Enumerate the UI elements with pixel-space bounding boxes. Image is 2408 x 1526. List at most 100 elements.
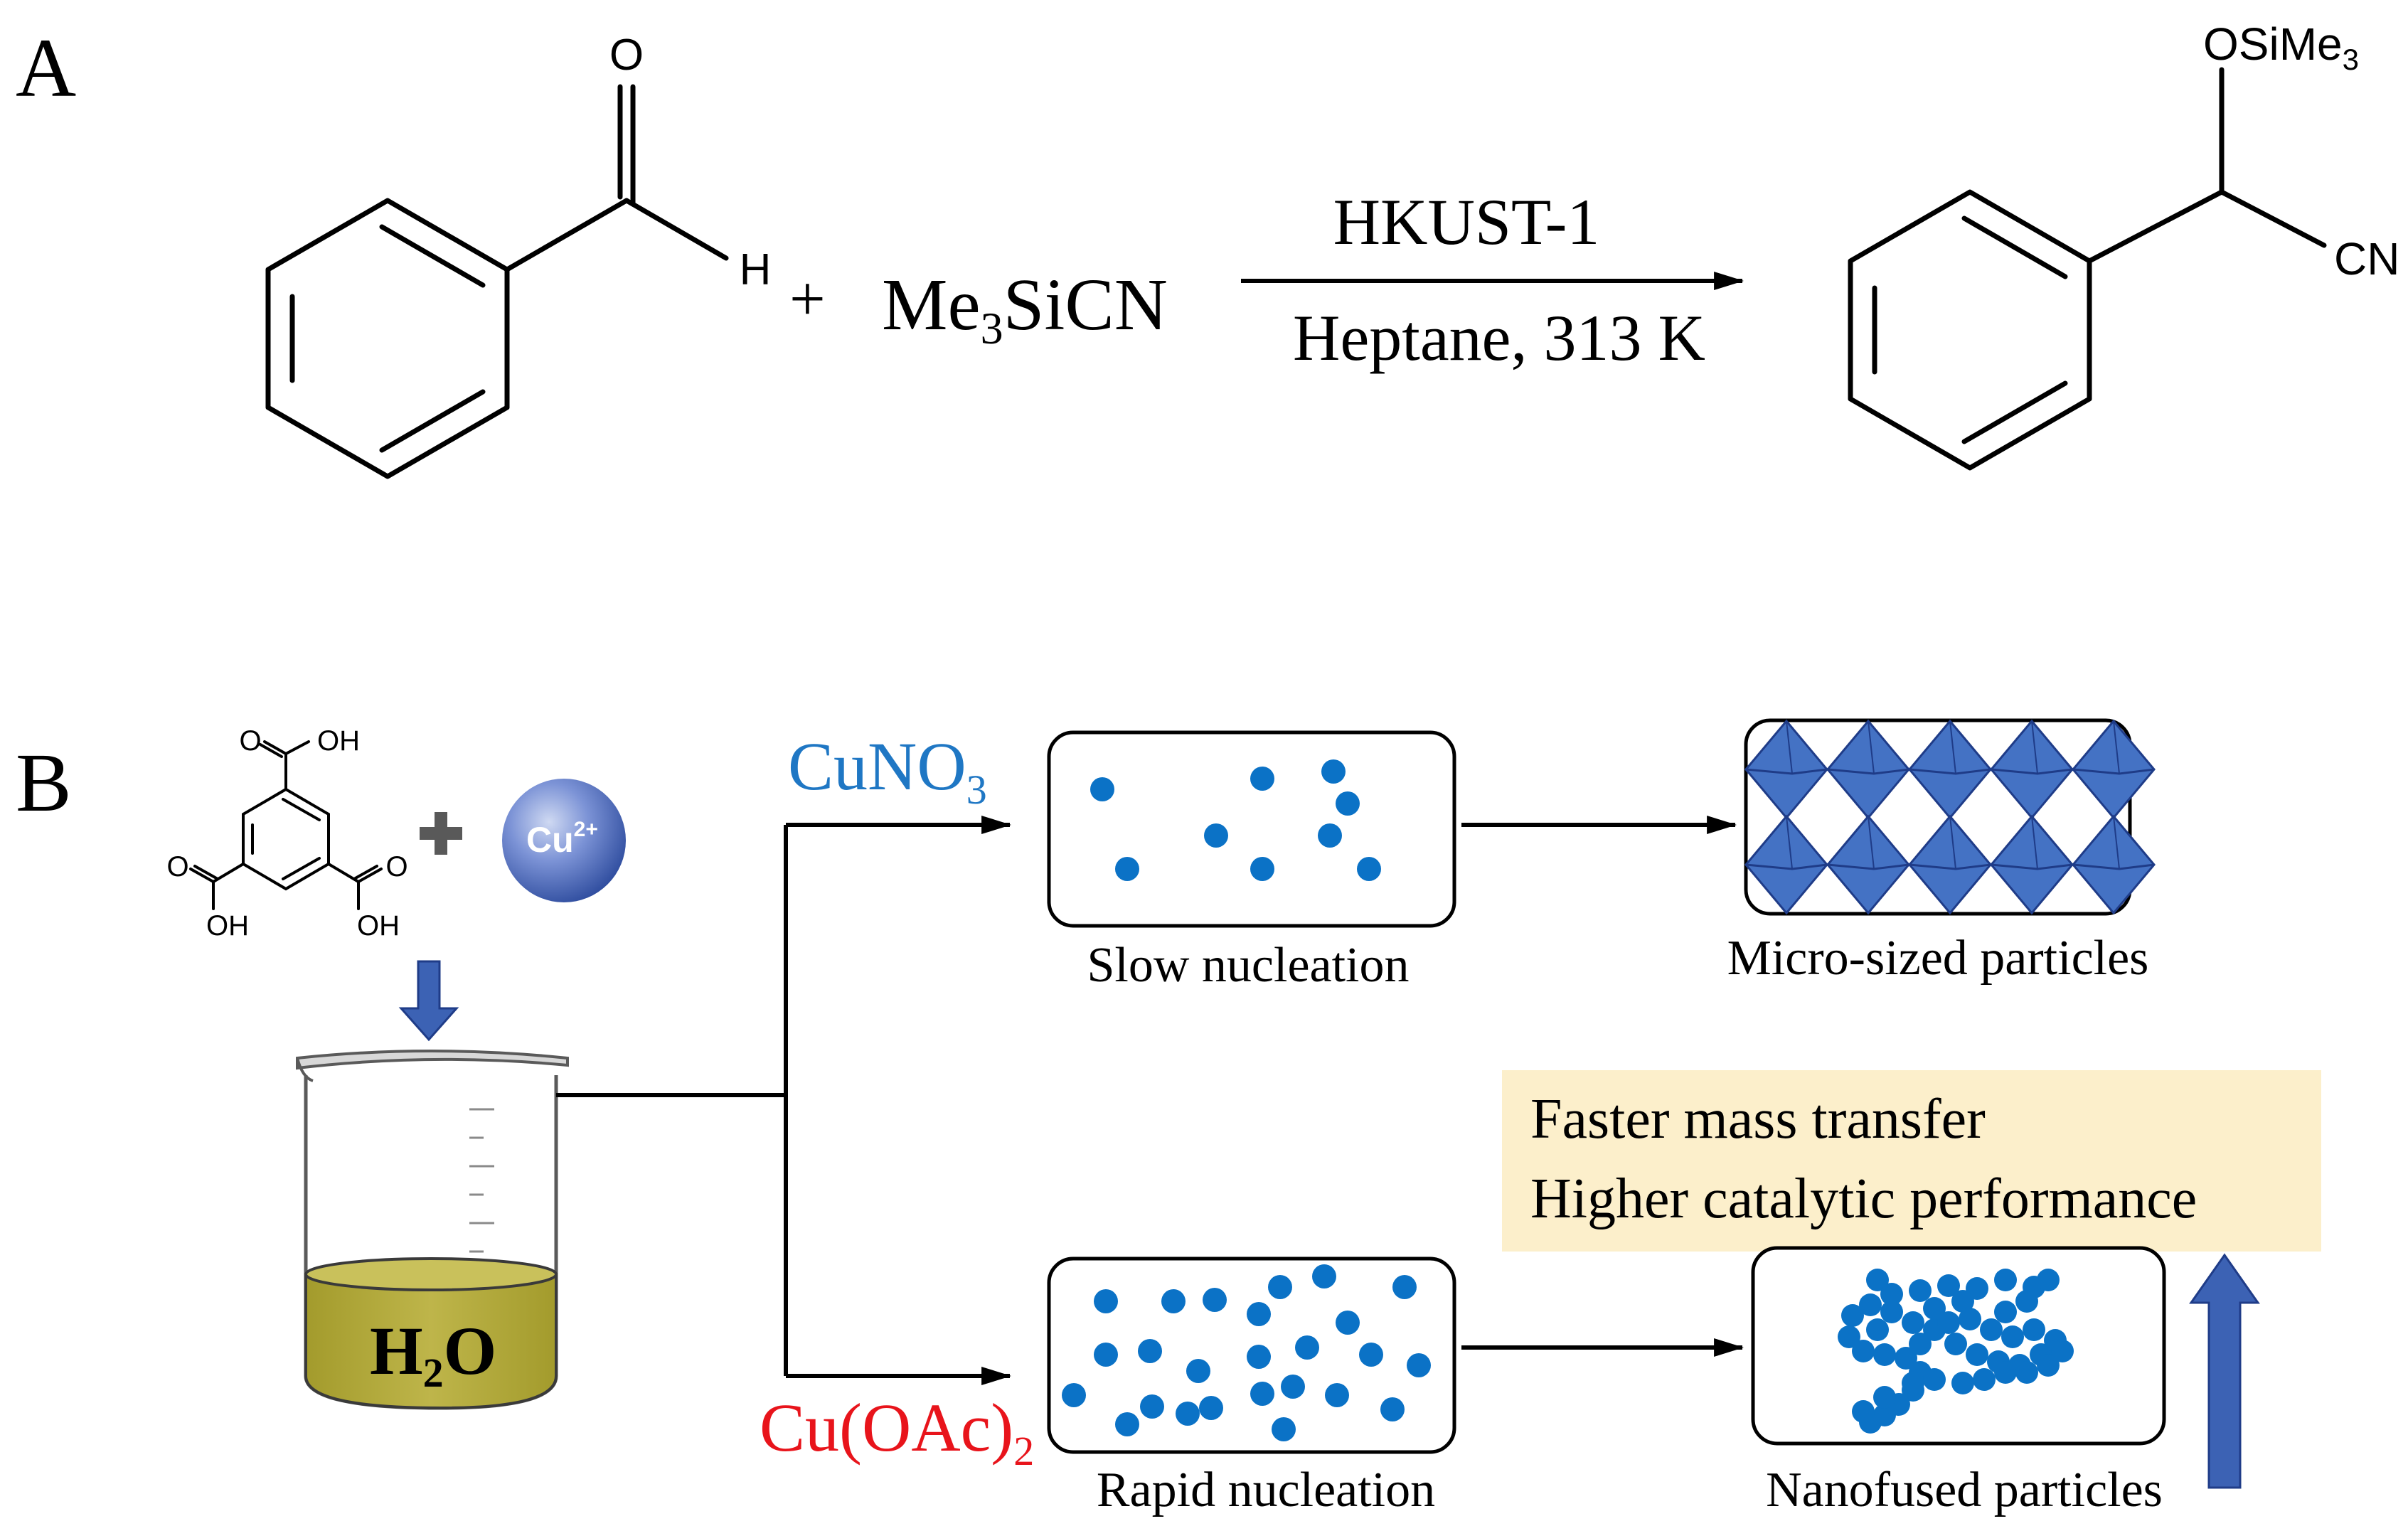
nucleus-dot: [1336, 791, 1360, 816]
nucleus-dot: [1094, 1289, 1118, 1313]
nanoparticle-dot: [2023, 1318, 2045, 1341]
nucleus-dot: [1281, 1375, 1305, 1399]
nucleus-dot: [1140, 1394, 1164, 1419]
nucleus-dot: [1336, 1311, 1360, 1335]
nucleus-dot: [1357, 857, 1381, 881]
nucleus-dot: [1115, 1412, 1139, 1436]
panel-a-label: A: [16, 21, 76, 114]
octahedron-unit: [2072, 814, 2156, 915]
nanofused-particle-cluster: [1838, 1269, 2074, 1434]
branch-connector: [556, 816, 1012, 1385]
slow-nucleation-label: Slow nucleation: [1087, 938, 1410, 993]
water-label: H2O: [370, 1313, 496, 1396]
octahedron-unit: [1744, 814, 1828, 915]
catalyst-label: HKUST-1: [1333, 186, 1600, 258]
nucleus-dot: [1203, 1288, 1227, 1312]
nucleus-dot: [1392, 1275, 1417, 1299]
nucleus-dot: [1138, 1339, 1162, 1363]
cyanohydrin-product-structure: [1848, 67, 2327, 471]
octahedron-edge: [1786, 816, 1793, 870]
nanoparticle-dot: [1880, 1301, 1903, 1323]
nucleus-dot: [1094, 1343, 1118, 1367]
nanoparticle-dot: [1951, 1290, 1974, 1313]
octahedron-edge: [1786, 720, 1793, 774]
nanoparticle-dot: [1873, 1343, 1896, 1366]
nanoparticle-dot: [1923, 1297, 1946, 1320]
linker-oh-right: OH: [357, 910, 400, 941]
nanoparticle-dot: [1951, 1372, 1974, 1394]
linker-oh-left: OH: [206, 910, 249, 941]
nucleus-dot: [1250, 767, 1274, 791]
octahedron-edge: [2113, 720, 2120, 774]
nucleus-dot: [1247, 1345, 1271, 1369]
rapid-nucleation-label: Rapid nucleation: [1097, 1463, 1435, 1517]
nanoparticle-dot: [1923, 1368, 1946, 1391]
aldehyde-oxygen-label: O: [609, 31, 644, 80]
nanoparticle-dot: [2037, 1354, 2060, 1377]
nanoparticle-dot: [1980, 1318, 2003, 1341]
nucleus-dot: [1247, 1302, 1271, 1326]
octahedron-edge: [2031, 816, 2038, 870]
conditions-label: Heptane, 313 K: [1293, 302, 1705, 374]
plus-sign-b: [420, 812, 462, 855]
micro-particles-label: Micro-sized particles: [1727, 931, 2149, 986]
otms-group-label: OSiMe3: [2203, 18, 2359, 76]
octahedron-edge: [2031, 720, 2038, 774]
panel-b-label: B: [16, 736, 72, 829]
nucleus-dot: [1090, 777, 1114, 801]
nucleus-dot: [1359, 1343, 1383, 1367]
nanoparticle-dot: [2015, 1361, 2038, 1384]
slow-nucleation-nuclei: [1090, 759, 1381, 881]
nanoparticle-dot: [1994, 1301, 2017, 1323]
nucleus-dot: [1161, 1289, 1186, 1313]
nucleus-dot: [1272, 1417, 1296, 1441]
down-arrow-into-beaker: [398, 960, 459, 1042]
nanoparticle-dot: [1966, 1343, 1988, 1366]
nucleus-dot: [1250, 857, 1274, 881]
nucleus-dot: [1295, 1335, 1319, 1360]
benzaldehyde-structure: [265, 84, 729, 479]
nanoparticle-dot: [1841, 1304, 1864, 1327]
nanoparticle-dot: [1873, 1386, 1896, 1409]
nucleus-dot: [1250, 1382, 1274, 1406]
nucleus-dot: [1176, 1402, 1200, 1426]
nanoparticle-dot: [2015, 1290, 2038, 1313]
nanoparticle-dot: [1902, 1311, 1924, 1334]
linker-o-left: O: [166, 851, 188, 882]
cu-ion-label: Cu2+: [526, 818, 598, 860]
linker-o-top: O: [239, 725, 261, 757]
benefits-highlight-box: [1502, 1070, 2321, 1252]
nanoparticle-dot: [1866, 1269, 1889, 1291]
nucleus-dot: [1062, 1383, 1086, 1407]
route-bottom-reagent: Cu(OAc)2: [760, 1389, 1034, 1474]
trimesic-acid-structure: [189, 740, 383, 910]
nanoparticle-dot: [1994, 1269, 2017, 1291]
nanoparticle-dot: [1937, 1311, 1960, 1334]
nanoparticle-dot: [1994, 1361, 2017, 1384]
nanoparticle-dot: [2001, 1325, 2024, 1348]
nanoparticle-dot: [1859, 1293, 1882, 1316]
nucleus-dot: [1325, 1383, 1349, 1407]
tmscn-reagent: Me3SiCN: [882, 264, 1168, 353]
nanoparticle-dot: [1902, 1372, 1924, 1394]
nitrile-group-label: CN: [2334, 233, 2399, 284]
nanoparticle-dot: [1866, 1318, 1889, 1341]
nucleus-dot: [1407, 1353, 1431, 1377]
plus-sign-a: +: [789, 264, 826, 334]
nanoparticle-dot: [1838, 1325, 1860, 1348]
octahedron-edge: [2113, 816, 2120, 870]
octahedral-crystal-lattice: [1744, 719, 2156, 915]
nucleus-dot: [1380, 1397, 1405, 1421]
octahedron-unit: [1990, 814, 2074, 915]
nucleus-dot: [1312, 1264, 1336, 1288]
nano-particles-label: Nanofused particles: [1766, 1463, 2163, 1517]
octahedron-edge: [1868, 720, 1875, 774]
nucleus-dot: [1204, 823, 1228, 848]
route-top-reagent: CuNO3: [788, 728, 987, 813]
nucleus-dot: [1115, 857, 1139, 881]
rapid-nucleation-nuclei: [1062, 1264, 1431, 1441]
octahedron-unit: [1826, 814, 1910, 915]
nanoparticle-dot: [1852, 1340, 1875, 1362]
nanoparticle-dot: [1880, 1283, 1903, 1306]
